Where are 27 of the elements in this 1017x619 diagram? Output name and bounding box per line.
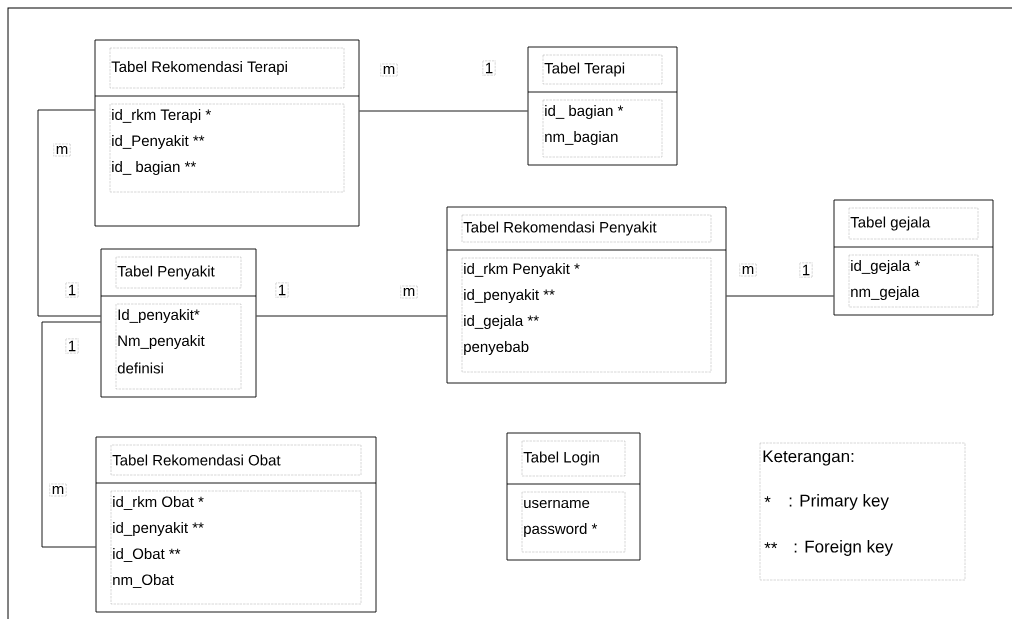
table-box: Tabel Terapi id_ bagian * nm_bagian (527, 46, 678, 166)
cardinality-label: m (380, 63, 398, 77)
legend-text: Keterangan: (763, 450, 854, 466)
cardinality-label: m (739, 263, 757, 277)
cardinality-label: m (49, 483, 67, 497)
table-box: Tabel Rekomendasi Obat id_rkm Obat * id_penyakit ** id_Obat ** nm_Obat (95, 436, 377, 613)
connector-line (359, 110, 528, 112)
cardinality-label: 1 (482, 60, 496, 76)
table-box: Tabel Penyakit Id_penyakit* Nm_penyakit definisi (100, 248, 257, 398)
cardinality-label: 1 (799, 262, 813, 278)
table-box: Tabel Rekomendasi Penyakit id_rkm Penyakit * id_penyakit ** id_gejala ** penyebab (446, 206, 727, 384)
connector-line (41, 321, 101, 548)
legend-text: * (764, 496, 771, 503)
cardinality-label: m (400, 285, 418, 299)
cardinality-label: m (53, 143, 71, 157)
connector-line (726, 295, 834, 297)
connector-line (37, 109, 101, 317)
table-box: Tabel gejala id_gejala * nm_gejala (833, 199, 994, 316)
legend-text: : Primary key (789, 494, 889, 510)
connector-line (256, 315, 447, 317)
table-box: Tabel Login username password * (506, 432, 641, 561)
cardinality-label: 1 (65, 282, 79, 298)
legend-text: : Foreign key (794, 540, 893, 556)
table-box: Tabel Rekomendasi Terapi id_rkm Terapi * id_Penyakit ** id_ bagian ** (94, 39, 360, 227)
cardinality-label: 1 (275, 282, 289, 298)
cardinality-label: 1 (65, 338, 79, 354)
legend-text: ** (764, 542, 778, 549)
